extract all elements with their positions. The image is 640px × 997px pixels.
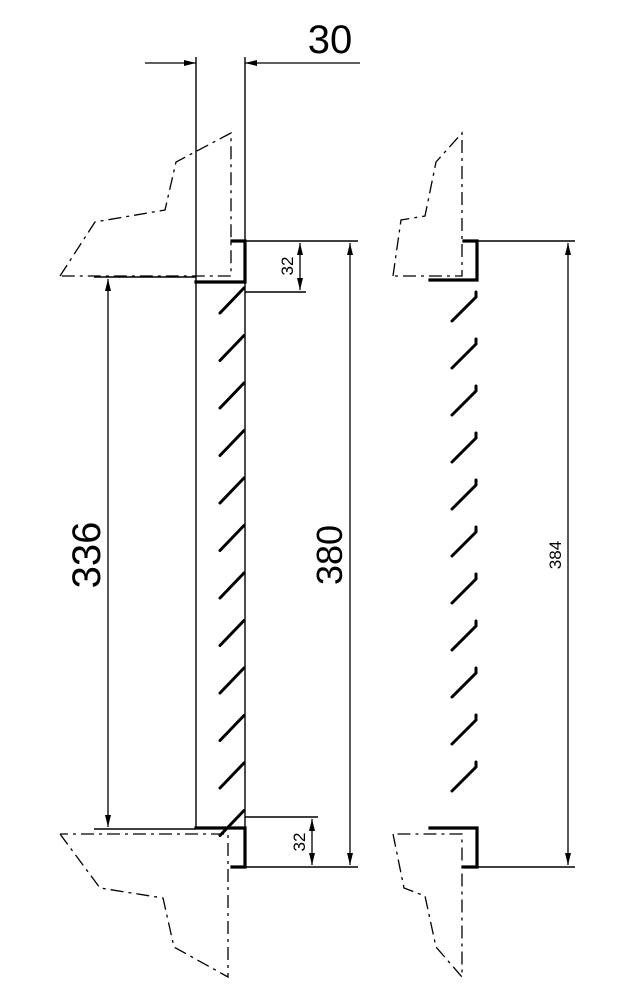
left-slats	[218, 286, 246, 837]
dimension-opening-height: 336	[65, 276, 196, 830]
slat	[450, 619, 478, 652]
dimension-flange-top: 32	[245, 243, 306, 293]
slat	[450, 384, 478, 417]
left-wall-bottom	[59, 833, 229, 979]
right-slats	[450, 290, 478, 793]
slat	[450, 431, 478, 464]
dimension-overall-height: 384	[477, 240, 575, 868]
slat	[450, 713, 478, 746]
left-wall-top	[59, 131, 232, 277]
slat	[218, 761, 246, 790]
right-frame	[428, 239, 479, 869]
slat	[450, 290, 478, 323]
slat	[450, 666, 478, 699]
dimension-frame-depth: 30	[145, 18, 360, 66]
dimension-opening-height-label: 336	[65, 522, 109, 589]
slat	[450, 337, 478, 370]
slat	[218, 809, 246, 837]
slat	[218, 476, 246, 505]
dimension-overall-height-label: 384	[546, 541, 565, 569]
dimension-flange-top-label: 32	[278, 257, 297, 276]
dimension-frame-depth-label: 30	[308, 18, 353, 62]
dimension-flange-bottom-label: 32	[290, 833, 309, 852]
slat	[218, 714, 246, 742]
slat	[218, 666, 246, 695]
dimension-frame-height: 380	[245, 240, 358, 868]
slat	[450, 760, 478, 793]
slat	[450, 478, 478, 511]
dimension-flange-bottom: 32	[245, 816, 318, 865]
right-wall-top	[392, 131, 463, 277]
slat	[218, 571, 246, 600]
dimension-frame-height-label: 380	[309, 525, 350, 585]
slat	[218, 524, 246, 552]
slat	[450, 572, 478, 605]
slat	[218, 381, 246, 410]
right-wall-bottom	[392, 833, 463, 979]
slat	[218, 334, 246, 362]
slat	[218, 286, 246, 315]
slat	[450, 525, 478, 558]
slat	[218, 429, 246, 457]
slat	[218, 619, 246, 647]
left-frame	[194, 57, 247, 869]
